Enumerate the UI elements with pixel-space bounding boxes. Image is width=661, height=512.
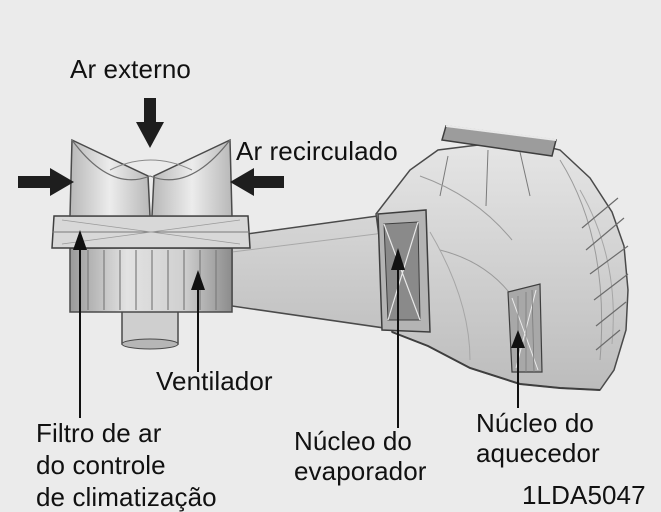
evaporator-core — [377, 209, 431, 333]
blower-label: Ventilador — [156, 366, 273, 396]
air-duct — [231, 213, 399, 331]
recirculated-air-arrow-left — [18, 168, 74, 196]
filter-label-line1: Filtro de ar — [36, 418, 162, 448]
blower-unit — [51, 138, 251, 350]
heater-core — [507, 283, 543, 373]
heater-label-line1: Núcleo do — [476, 408, 594, 438]
filter-leader-arrowhead — [73, 230, 87, 250]
evaporator-label-line2: evaporador — [294, 456, 427, 486]
recirculated-air-arrow-right — [230, 168, 284, 196]
evaporator-label-line1: Núcleo do — [294, 426, 412, 456]
filter-label-line2: do controle — [36, 450, 166, 480]
recirculated-air-label: Ar recirculado — [236, 136, 398, 166]
filter-label-line3: de climatização — [36, 482, 217, 512]
figure-code: 1LDA5047 — [522, 480, 646, 510]
heater-leader-arrowhead — [511, 330, 525, 348]
leader-arrowheads — [73, 230, 525, 348]
heater-label-line2: aquecedor — [476, 438, 600, 468]
main-housing — [375, 125, 629, 391]
outside-air-label: Ar externo — [70, 54, 191, 84]
evaporator-leader-arrowhead — [391, 248, 405, 270]
outside-air-arrow — [136, 98, 164, 148]
leader-lines — [79, 248, 519, 428]
blower-leader-arrowhead — [191, 270, 205, 290]
